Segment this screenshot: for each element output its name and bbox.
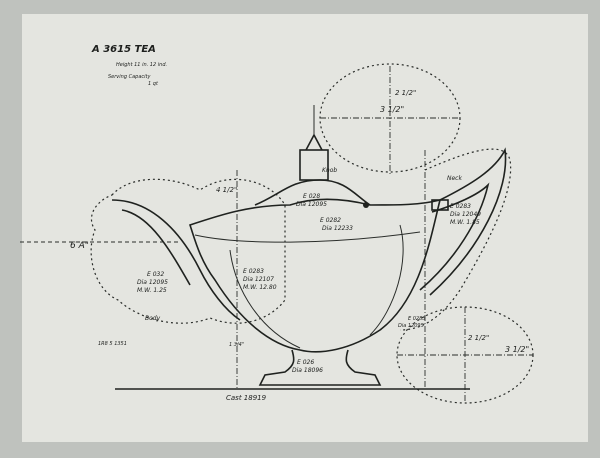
hinge-dot — [363, 202, 369, 208]
part-dia: Dia 12095 — [296, 201, 327, 208]
body-panel-line — [229, 249, 301, 349]
handle — [429, 147, 507, 296]
part-code: E 032 — [147, 271, 164, 278]
handle-outline-dotted — [399, 148, 512, 331]
height-mark: 4 1/2" — [216, 186, 237, 194]
part-code: E 0283 — [450, 203, 471, 210]
spout-inner-line — [121, 209, 191, 286]
capacity-label: Serving Capacity — [108, 74, 151, 80]
bottom-ellipse-height: 2 1/2" — [468, 334, 489, 342]
height-line: Height 11 in. 12 ind. — [116, 62, 167, 68]
teapot-body — [188, 198, 442, 353]
part-label: E 0283 Dia 12107 M.W. 12.80 — [243, 268, 277, 291]
neck-label: Neck — [447, 175, 462, 182]
paper-sheet — [22, 14, 588, 442]
handle-inner-line — [419, 182, 490, 291]
part-label: E 0282 Dia 12233 — [320, 217, 353, 232]
cast-label: Cast 18919 — [226, 394, 267, 402]
knob-label: Knob — [322, 167, 337, 174]
title: A 3615 TEA — [91, 44, 156, 55]
part-code: E 028 — [303, 193, 320, 200]
part-label: E 0283 Dia 12049 M.W. 1.85 — [450, 203, 481, 226]
top-ellipse-width: 3 1/2" — [380, 105, 404, 114]
body-rim-line — [194, 231, 421, 243]
part-mw: M.W. 1.85 — [450, 219, 480, 226]
part-code: E 0283 — [408, 316, 425, 322]
foot — [258, 349, 382, 386]
part-dia: Dia 12107 — [243, 276, 274, 283]
part-label: E 026 Dia 18096 — [292, 359, 323, 374]
part-dia: Dia 12095 — [398, 323, 424, 329]
part-dia: Dia 12233 — [322, 225, 353, 232]
base-height: 1 3/4" — [229, 342, 244, 348]
finial — [299, 149, 329, 181]
bottom-ellipse-width: 3 1/2" — [505, 345, 529, 354]
top-ellipse-height: 2 1/2" — [395, 89, 416, 97]
part-dia: Dia 12049 — [450, 211, 481, 218]
part-mw: M.W. 12.80 — [243, 284, 277, 291]
part-code: E 0283 — [243, 268, 264, 275]
body-panel-line — [369, 224, 404, 336]
body-label: Body — [145, 315, 161, 322]
stamp: 1R8 5 1351 — [98, 341, 127, 347]
part-dia: Dia 18096 — [292, 367, 323, 374]
part-mw: M.W. 1.25 — [137, 287, 167, 294]
part-code: E 026 — [297, 359, 314, 366]
part-label: E 0283 Dia 12095 — [398, 316, 425, 329]
part-label: E 028 Dia 12095 — [296, 193, 327, 208]
part-dia: Dia 12095 — [137, 279, 168, 286]
part-code: E 0282 — [320, 217, 341, 224]
spout — [111, 199, 241, 321]
part-label: E 032 Dia 12095 M.W. 1.25 — [137, 271, 168, 294]
handle-joint — [431, 199, 449, 211]
spout-width-label: 6 A" — [70, 241, 89, 251]
capacity-value: 1 qt — [148, 81, 159, 87]
